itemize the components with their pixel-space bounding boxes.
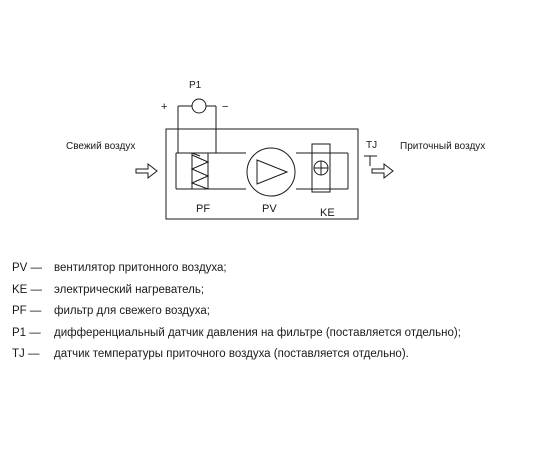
legend-desc: датчик температуры приточного воздуха (п… [54,348,409,360]
label-supply-air: Приточный воздух [400,141,485,152]
legend-code: TJ — [12,348,40,360]
label-tj: TJ [366,140,377,151]
legend-code: PV — [12,262,43,274]
label-plus: + [161,101,167,113]
label-pv: PV [262,203,277,215]
outlet-arrow-icon [371,162,394,180]
legend-item-ke: KE — электрический нагреватель; [12,280,542,302]
ventilation-schematic: P1 + − TJ PF PV KE Свежий воздух Приточн… [66,80,485,220]
legend: PV — вентилятор притонного воздуха; KE —… [12,258,542,366]
legend-item-pf: PF — фильтр для свежего воздуха; [12,301,542,323]
legend-desc: фильтр для свежего воздуха; [54,305,210,317]
legend-code: KE — [12,283,43,296]
temperature-sensor-tj-icon [364,155,377,166]
legend-item-p1: P1 — дифференциальный датчик давления на… [12,323,542,345]
pressure-sensor-p1-icon [177,98,217,153]
legend-desc: вентилятор притонного воздуха; [54,262,227,274]
legend-item-tj: TJ — датчик температуры приточного возду… [12,344,542,366]
unit-housing [165,128,359,220]
legend-desc: электрический нагреватель; [54,283,205,296]
legend-desc: дифференциальный датчик давления на филь… [54,326,461,339]
label-pf: PF [196,203,210,215]
heater-ke-icon [311,143,331,193]
label-ke: KE [320,207,335,219]
label-fresh-air: Свежий воздух [66,141,135,152]
fan-pv-icon [246,147,296,197]
legend-item-pv: PV — вентилятор притонного воздуха; [12,258,542,280]
legend-code: P1 — [12,326,41,339]
filter-pf-icon [190,152,210,190]
label-minus: − [222,101,228,113]
label-p1: P1 [189,80,202,91]
legend-code: PF — [12,305,42,317]
inlet-arrow-icon [135,162,158,180]
